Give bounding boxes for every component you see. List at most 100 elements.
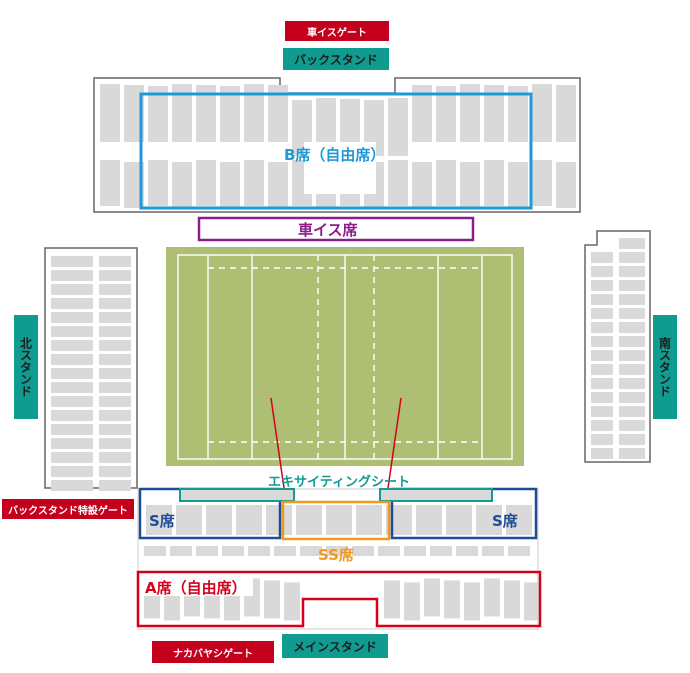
seat-block bbox=[388, 160, 408, 206]
seat-block bbox=[619, 434, 645, 445]
seat-block bbox=[51, 326, 93, 337]
seat-block bbox=[508, 162, 528, 208]
seat-block bbox=[248, 546, 270, 556]
seat-block bbox=[591, 336, 613, 347]
south-stand-label: 南スタンド bbox=[653, 315, 677, 419]
seat-block bbox=[556, 85, 576, 142]
seat-block bbox=[220, 86, 240, 142]
seat-block bbox=[619, 392, 645, 403]
seat-block bbox=[476, 505, 502, 535]
seat-block bbox=[196, 546, 218, 556]
seat-block bbox=[619, 406, 645, 417]
seat-block bbox=[556, 162, 576, 208]
seat-block bbox=[591, 448, 613, 459]
seat-block bbox=[244, 160, 264, 206]
seat-block bbox=[51, 340, 93, 351]
a-seat-label-backdrop bbox=[143, 576, 253, 596]
seat-block bbox=[436, 160, 456, 206]
seat-block bbox=[591, 294, 613, 305]
seat-block bbox=[124, 85, 144, 142]
seat-block bbox=[51, 270, 93, 281]
seat-block bbox=[591, 322, 613, 333]
south-stand-seat-blocks bbox=[591, 238, 645, 459]
seat-block bbox=[99, 284, 131, 295]
seat-block bbox=[99, 340, 131, 351]
seat-block bbox=[100, 160, 120, 206]
seat-block bbox=[316, 98, 336, 156]
seat-block bbox=[591, 364, 613, 375]
seat-block bbox=[244, 84, 264, 142]
seat-block bbox=[504, 580, 520, 619]
seat-block bbox=[619, 448, 645, 459]
seat-block bbox=[619, 266, 645, 277]
seat-block bbox=[268, 85, 288, 142]
seat-block bbox=[524, 582, 540, 621]
exciting-seat-left-zone[interactable] bbox=[179, 488, 295, 502]
seat-block bbox=[51, 298, 93, 309]
seat-block bbox=[619, 336, 645, 347]
ss-seat-zone[interactable] bbox=[281, 500, 391, 541]
a-seat-zone[interactable] bbox=[136, 570, 542, 628]
seat-block bbox=[51, 354, 93, 365]
north-stand-seat-blocks bbox=[51, 256, 131, 491]
back-stand-label: バックスタンド bbox=[283, 48, 389, 70]
back-special-gate-label: バックスタンド特設ゲート bbox=[2, 499, 134, 519]
b-seat-zone[interactable] bbox=[139, 92, 533, 210]
seat-block bbox=[51, 368, 93, 379]
seat-block bbox=[148, 86, 168, 142]
seat-block bbox=[619, 238, 645, 249]
seat-block bbox=[446, 505, 472, 535]
seat-block bbox=[386, 505, 412, 535]
seat-block bbox=[460, 84, 480, 142]
b-seat-label-backdrop bbox=[304, 142, 376, 194]
seat-block bbox=[51, 396, 93, 407]
seat-block bbox=[482, 546, 504, 556]
seat-block bbox=[172, 162, 192, 208]
seat-block bbox=[506, 505, 532, 535]
seat-block bbox=[352, 546, 374, 556]
seat-block bbox=[416, 505, 442, 535]
seat-block bbox=[591, 308, 613, 319]
seat-block bbox=[532, 160, 552, 206]
seat-block bbox=[378, 546, 400, 556]
seat-block bbox=[236, 505, 262, 535]
seat-block bbox=[619, 280, 645, 291]
seat-block bbox=[51, 256, 93, 267]
s-seat-left-label: S席 bbox=[149, 512, 175, 530]
main-stand-label: メインスタンド bbox=[282, 634, 388, 658]
seat-block bbox=[99, 256, 131, 267]
seat-block bbox=[300, 546, 322, 556]
seat-block bbox=[206, 505, 232, 535]
seat-block bbox=[340, 99, 360, 156]
seat-block bbox=[99, 368, 131, 379]
seat-block bbox=[99, 382, 131, 393]
nakabayashi-gate-label: ナカバヤシゲート bbox=[152, 641, 274, 663]
seat-block bbox=[424, 578, 440, 617]
seat-block bbox=[508, 546, 530, 556]
seat-block bbox=[619, 252, 645, 263]
seat-block bbox=[99, 396, 131, 407]
seat-block bbox=[591, 280, 613, 291]
exciting-seat-right-zone[interactable] bbox=[379, 488, 493, 502]
seat-block bbox=[99, 424, 131, 435]
seat-block bbox=[508, 86, 528, 142]
seat-block bbox=[460, 162, 480, 208]
seat-block bbox=[404, 582, 420, 621]
seat-block bbox=[619, 420, 645, 431]
seat-block bbox=[384, 580, 400, 619]
seat-block bbox=[220, 162, 240, 208]
seat-block bbox=[464, 582, 480, 621]
main-stand-seat-blocks bbox=[144, 505, 540, 621]
seat-block bbox=[99, 410, 131, 421]
seat-block bbox=[456, 546, 478, 556]
seat-block bbox=[412, 85, 432, 142]
seat-block bbox=[296, 505, 322, 535]
seat-block bbox=[51, 410, 93, 421]
seat-block bbox=[99, 480, 131, 491]
seat-block bbox=[484, 85, 504, 142]
seat-block bbox=[619, 378, 645, 389]
seat-block bbox=[99, 312, 131, 323]
seat-block bbox=[144, 546, 166, 556]
wheelchair-seat-zone[interactable] bbox=[197, 216, 475, 242]
seat-block bbox=[404, 546, 426, 556]
